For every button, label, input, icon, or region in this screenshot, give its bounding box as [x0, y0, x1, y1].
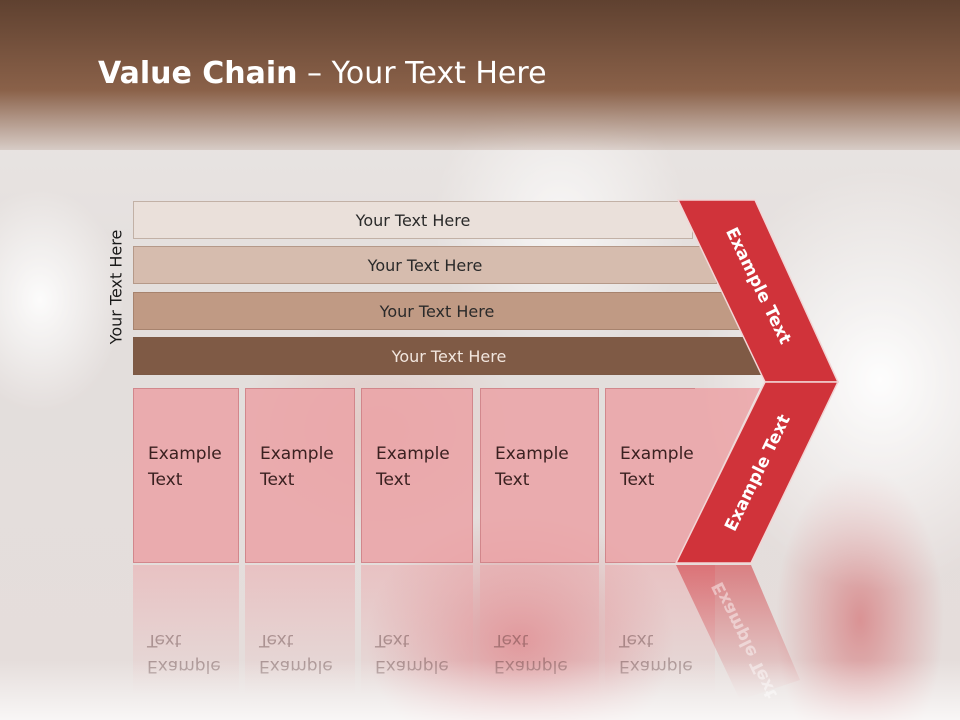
slide-title-bold: Value Chain: [98, 56, 298, 91]
value-bar-2-label: Your Text Here: [367, 255, 483, 275]
activity-card-3-text: Example Text: [376, 444, 450, 490]
value-bar-1-label: Your Text Here: [355, 210, 471, 230]
activity-card-2-text: Example Text: [260, 444, 334, 490]
activity-card-4: Example Text: [480, 388, 599, 563]
value-bar-4: Your Text Here: [133, 337, 765, 375]
slide-title-rest: – Your Text Here: [297, 56, 547, 91]
value-bar-2: Your Text Here: [133, 246, 717, 284]
activity-card-4-text: Example Text: [495, 444, 569, 490]
value-bar-4-label: Your Text Here: [391, 346, 507, 366]
activity-card-1-text: Example Text: [148, 444, 222, 490]
slide-title: Value Chain – Your Text Here: [98, 56, 547, 91]
value-bar-1: Your Text Here: [133, 201, 693, 239]
activity-card-5: Example Text: [605, 388, 695, 563]
activity-card-3: Example Text: [361, 388, 473, 563]
bottom-fade: [0, 660, 960, 720]
title-band: [0, 0, 960, 150]
value-bar-3-label: Your Text Here: [379, 301, 495, 321]
activity-card-1: Example Text: [133, 388, 239, 563]
value-bar-3: Your Text Here: [133, 292, 741, 330]
activity-card-2: Example Text: [245, 388, 355, 563]
chevron-lower-segment: [674, 381, 840, 564]
activity-card-5-text: Example Text: [620, 444, 694, 490]
